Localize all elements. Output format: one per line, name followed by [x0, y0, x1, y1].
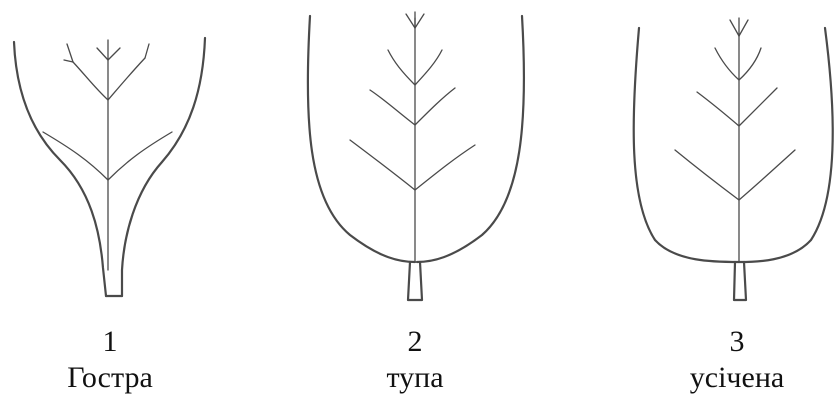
leaf-truncate-drawing [615, 0, 837, 310]
leaf-obtuse-caption: 2 тупа [325, 327, 505, 393]
leaf-obtuse-drawing [290, 0, 540, 310]
leaf-truncate-number: 3 [647, 327, 827, 357]
leaf-obtuse-label: тупа [325, 363, 505, 393]
leaf-acute-label: Гостра [20, 363, 200, 393]
leaf-acute-drawing [0, 0, 220, 310]
leaf-truncate-label: усічена [647, 363, 827, 393]
leaf-truncate-caption: 3 усічена [647, 327, 827, 393]
leaf-acute-number: 1 [20, 327, 200, 357]
leaf-acute-caption: 1 Гостра [20, 327, 200, 393]
leaf-obtuse-number: 2 [325, 327, 505, 357]
